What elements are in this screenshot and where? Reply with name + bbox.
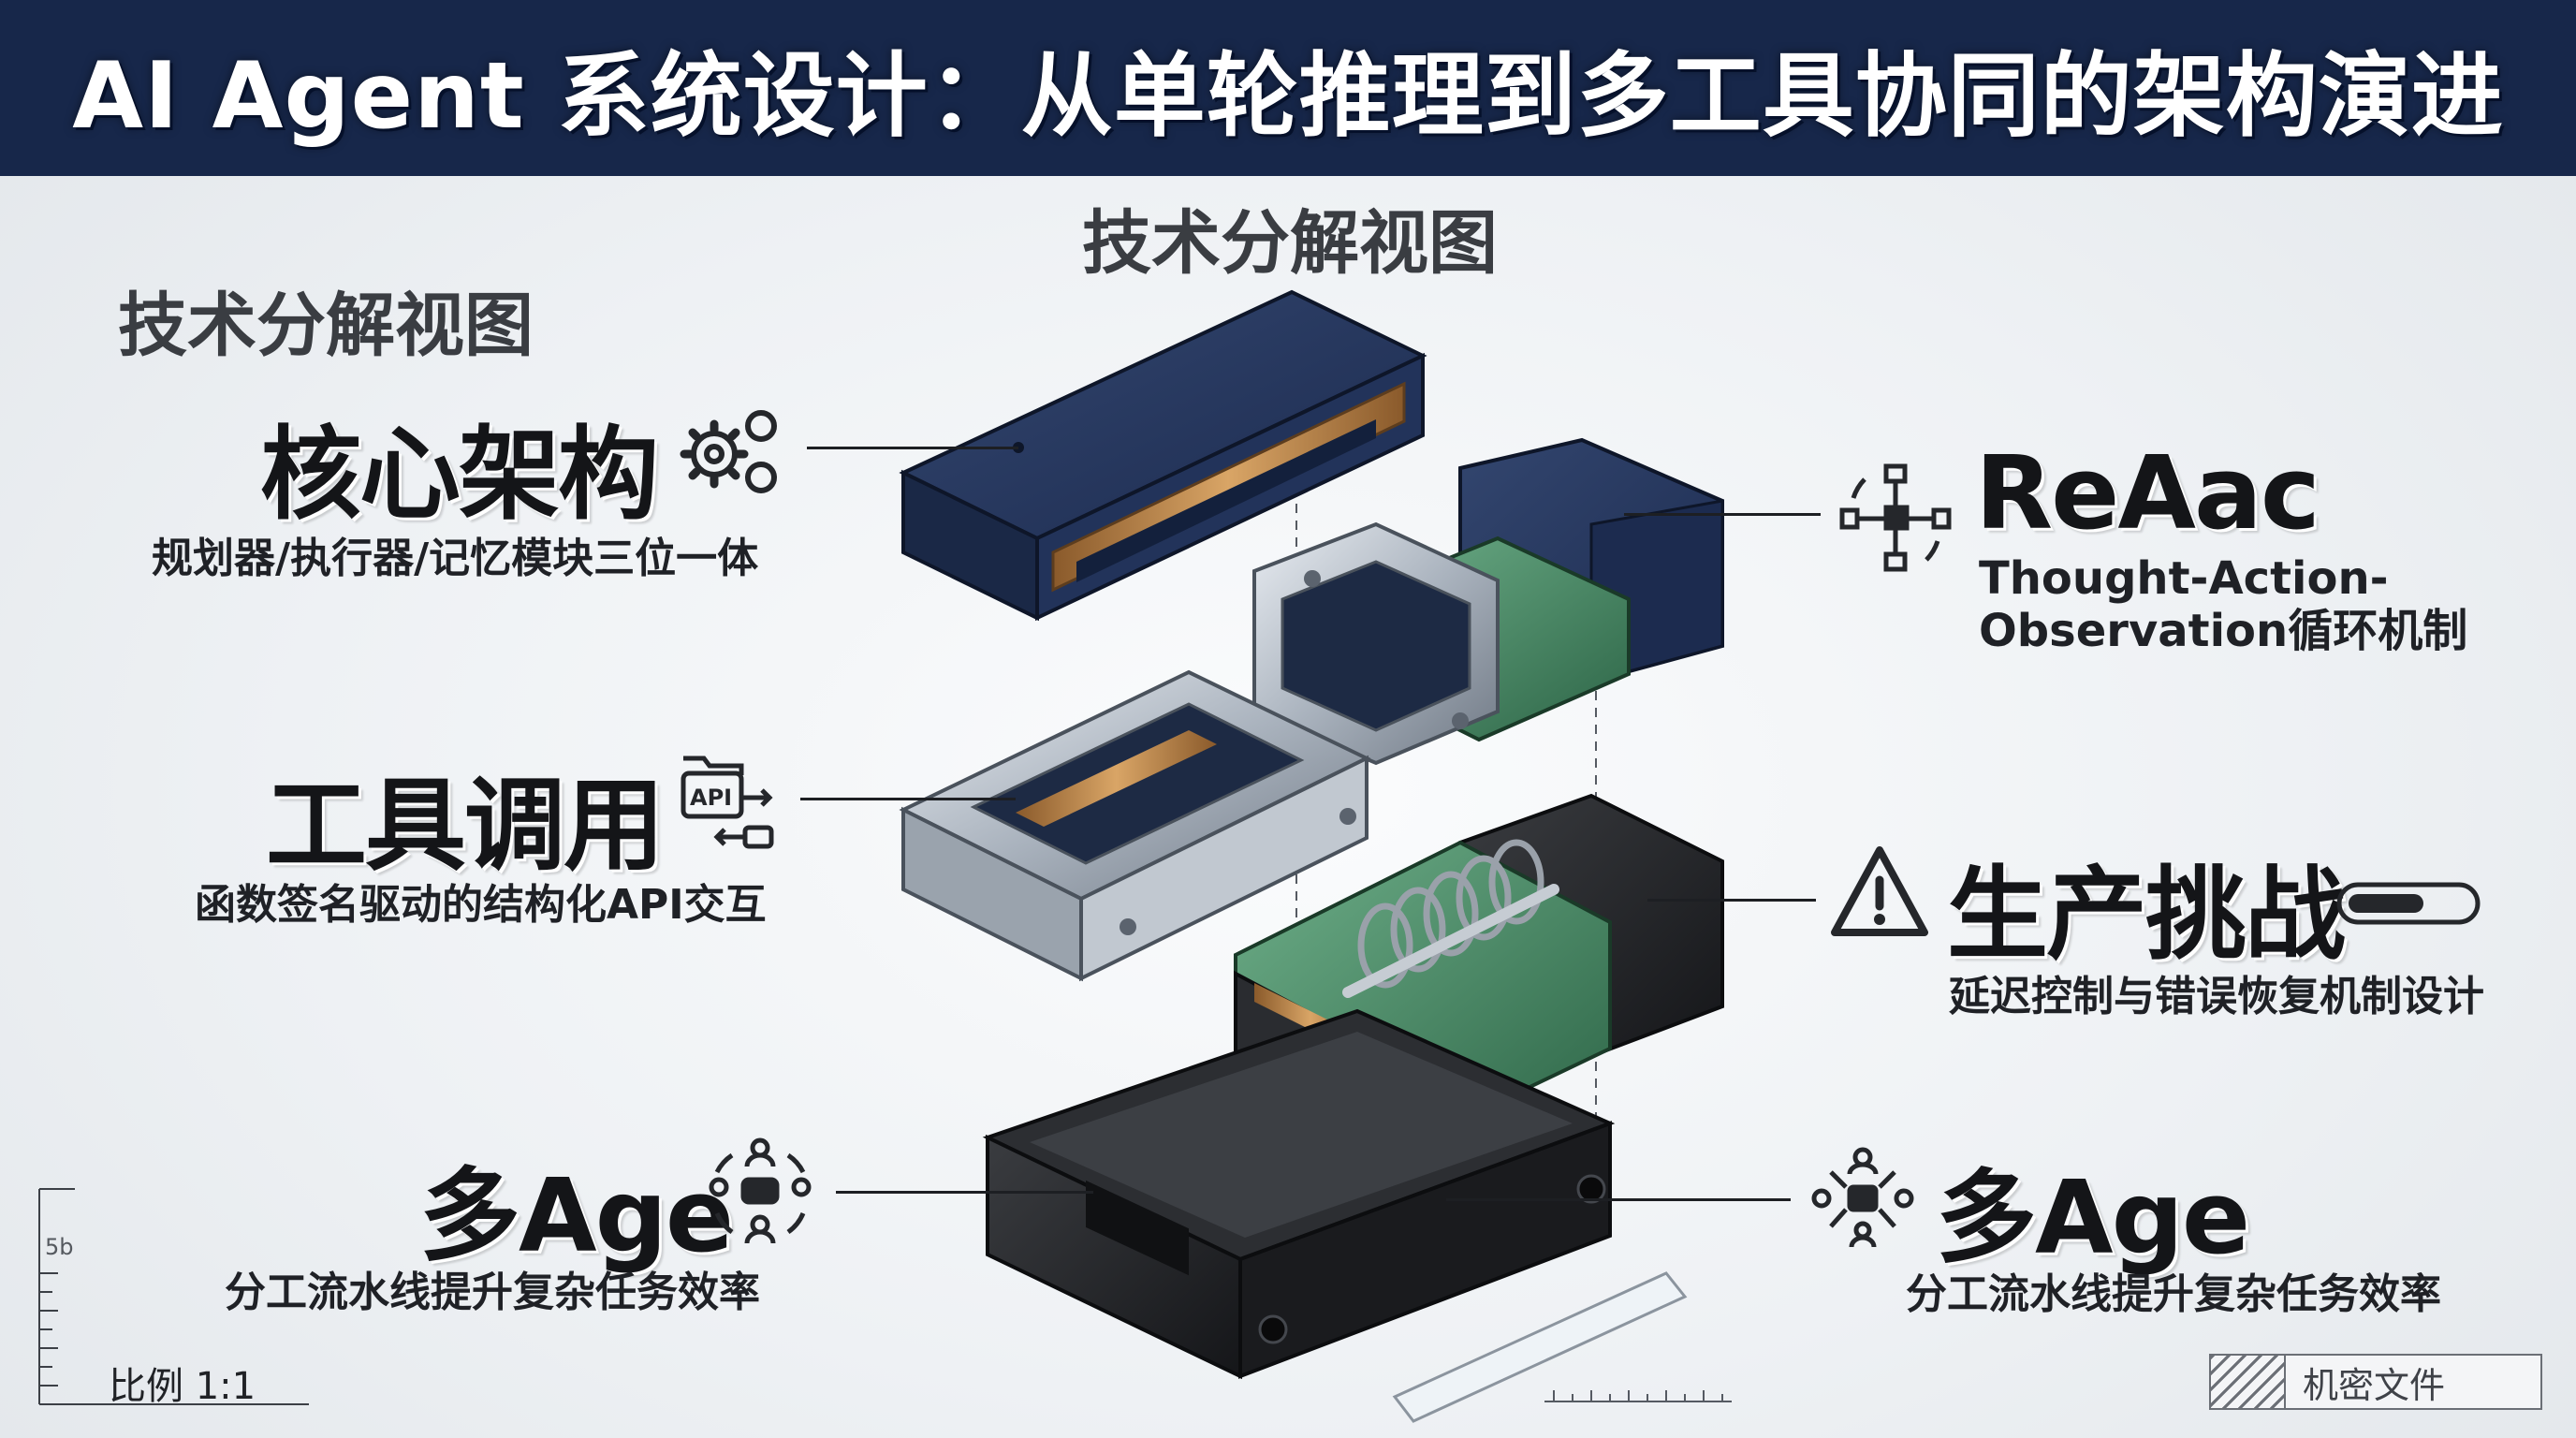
production-challenges-title: 生产挑战 — [1947, 857, 2346, 974]
confidential-stamp: 机密文件 — [2209, 1354, 2542, 1410]
core-architecture-desc: 规划器/执行器/记忆模块三位一体 — [152, 535, 759, 582]
coil-spring — [1357, 839, 1544, 989]
react-desc-line1: Thought-Action- — [1979, 552, 2389, 605]
black-base — [982, 1008, 1616, 1380]
api-icon: API — [681, 756, 774, 849]
production-challenges-desc: 延迟控制与错误恢复机制设计 — [1949, 973, 2484, 1020]
confidential-stamp-text: 机密文件 — [2303, 1364, 2446, 1406]
react-desc-line2: Observation循环机制 — [1979, 605, 2468, 657]
core-architecture-title: 核心架构 — [260, 417, 659, 534]
page-title: AI Agent 系统设计：从单轮推理到多工具协同的架构演进 — [72, 43, 2504, 150]
vertical-ruler — [38, 1188, 309, 1405]
leader-production — [1647, 899, 1816, 902]
leader-multi-right — [1446, 1198, 1791, 1201]
flow-cycle-icon — [1839, 463, 1952, 572]
agent-network-icon — [1811, 1147, 1914, 1248]
left-subtitle: 技术分解视图 — [118, 286, 534, 366]
api-icon-text: API — [690, 785, 732, 811]
progress-toggle-icon — [2336, 882, 2481, 925]
title-banner: AI Agent 系统设计：从单轮推理到多工具协同的架构演进 — [0, 0, 2576, 176]
agent-network-icon — [709, 1137, 812, 1244]
leader-multi-left — [836, 1191, 1093, 1194]
multi-agent-left-title: 多Age — [419, 1158, 734, 1275]
multi-agent-right-title: 多Age — [1936, 1160, 2250, 1277]
warning-icon — [1831, 846, 1928, 936]
upper-right-assembly — [1252, 437, 1724, 766]
tool-calling-desc: 函数签名驱动的结构化API交互 — [195, 881, 767, 929]
react-title: ReAac — [1975, 435, 2320, 552]
leader-tools — [800, 798, 1016, 800]
center-subtitle: 技术分解视图 — [1082, 203, 1498, 284]
hatch-pattern — [2211, 1356, 2286, 1408]
navy-top-cover — [899, 289, 1427, 622]
multi-agent-right-desc: 分工流水线提升复杂任务效率 — [1906, 1270, 2441, 1318]
leader-core — [807, 447, 1018, 449]
gears-icon — [680, 410, 777, 493]
metal-tray — [899, 669, 1371, 982]
glass-slide — [1392, 1271, 1732, 1423]
scale-label: 比例 1:1 — [109, 1365, 256, 1408]
leader-react — [1624, 513, 1821, 516]
ruler-mark: 5b — [45, 1234, 74, 1260]
multi-agent-left-desc: 分工流水线提升复杂任务效率 — [225, 1269, 760, 1316]
tool-calling-title: 工具调用 — [266, 768, 665, 885]
